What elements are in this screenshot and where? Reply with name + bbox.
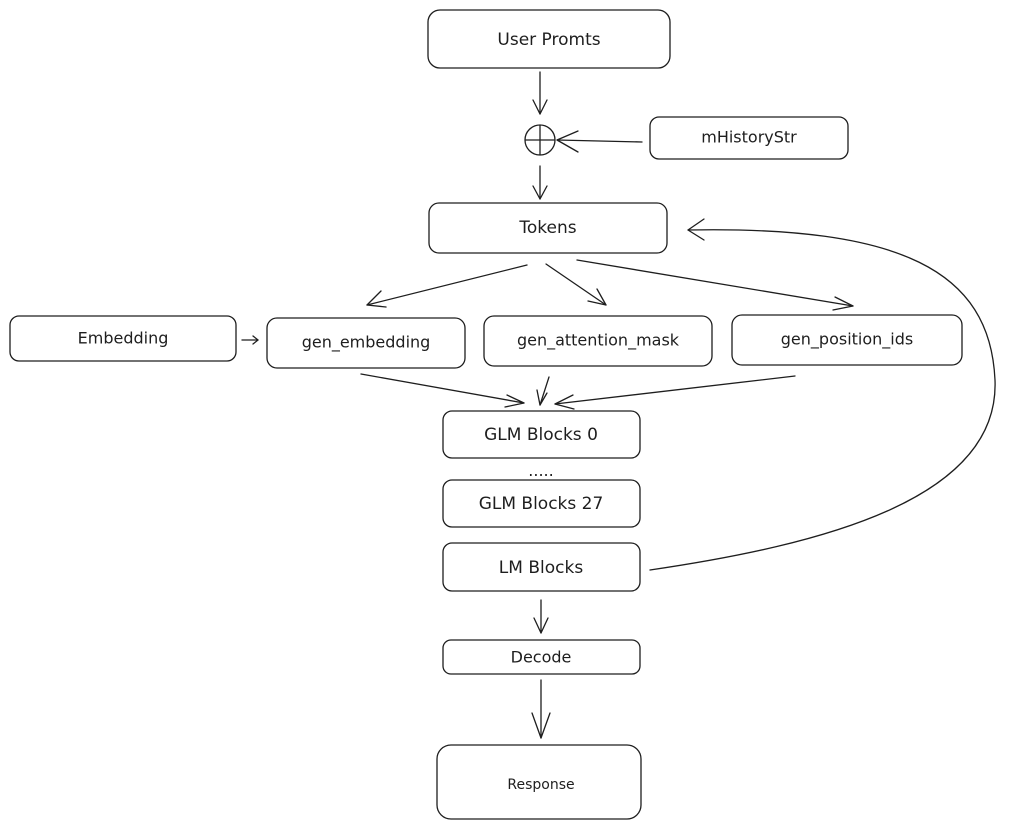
arrow-prompts-to-concat xyxy=(532,71,548,115)
arrow-tokens-to-gen-attention-mask xyxy=(545,263,607,306)
arrow-gen-attention-mask-to-glm xyxy=(536,376,550,406)
ellipsis-label: ..... xyxy=(528,461,553,480)
glm-block-27-label: GLM Blocks 27 xyxy=(479,494,604,514)
glm-block-0-label: GLM Blocks 0 xyxy=(484,425,598,445)
gen-position-ids-node: gen_position_ids xyxy=(731,314,963,366)
lm-blocks-label: LM Blocks xyxy=(499,558,584,578)
gen-attention-mask-label: gen_attention_mask xyxy=(517,331,680,351)
tokens-node: Tokens xyxy=(428,202,668,254)
glm-block-27-node: GLM Blocks 27 xyxy=(442,479,641,528)
embedding-node: Embedding xyxy=(9,315,237,362)
gen-embedding-label: gen_embedding xyxy=(302,333,431,353)
arrow-gen-position-ids-to-glm xyxy=(554,375,796,410)
arrow-lm-blocks-to-decode xyxy=(533,599,549,634)
history-label: mHistoryStr xyxy=(701,128,797,147)
arrow-concat-to-tokens xyxy=(532,165,548,200)
arrow-embedding-to-gen-embedding xyxy=(241,335,259,345)
arrow-gen-embedding-to-glm xyxy=(360,373,525,408)
decode-node: Decode xyxy=(442,639,641,675)
arrow-tokens-to-gen-position-ids xyxy=(576,259,854,311)
user-prompts-label: User Promts xyxy=(497,30,600,50)
gen-embedding-node: gen_embedding xyxy=(266,317,466,369)
response-node: Response xyxy=(436,744,642,820)
tokens-label: Tokens xyxy=(518,218,576,238)
history-node: mHistoryStr xyxy=(649,116,849,160)
gen-attention-mask-node: gen_attention_mask xyxy=(483,315,713,367)
arrow-lm-blocks-to-tokens-loop xyxy=(649,218,996,571)
embedding-label: Embedding xyxy=(78,329,169,348)
plus-circle-icon xyxy=(524,124,556,156)
lm-blocks-node: LM Blocks xyxy=(442,542,641,592)
arrow-tokens-to-gen-embedding xyxy=(366,264,528,308)
user-prompts-node: User Promts xyxy=(427,9,671,69)
glm-block-0-node: GLM Blocks 0 xyxy=(442,410,641,459)
arrow-history-to-concat xyxy=(556,130,643,153)
decode-label: Decode xyxy=(511,648,572,667)
response-label: Response xyxy=(507,777,574,793)
gen-position-ids-label: gen_position_ids xyxy=(781,330,913,350)
arrow-decode-to-response xyxy=(531,679,551,739)
